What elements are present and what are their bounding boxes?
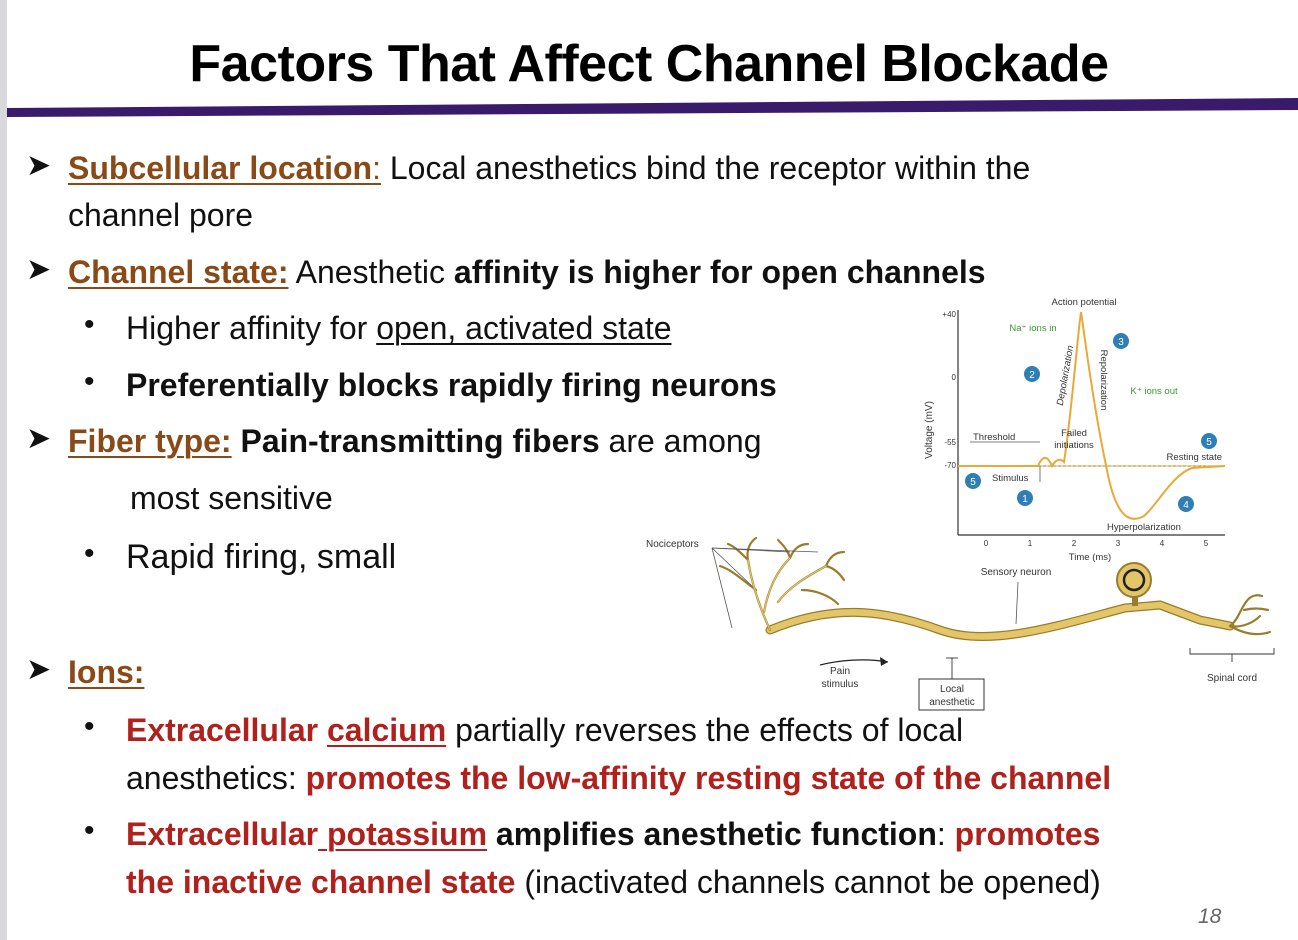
- label-repolarization: Repolarization: [1098, 350, 1109, 411]
- dot-bullet-icon: •: [84, 814, 95, 847]
- sub-bullet-higher-affinity: Higher affinity for open, activated stat…: [126, 304, 672, 352]
- text-subcellular-2: channel pore: [68, 197, 254, 233]
- slide-title: Factors That Affect Channel Blockade: [189, 35, 1109, 93]
- text-extracellular-ca: Extracellular: [126, 712, 327, 748]
- bullet-subcellular-line1: Subcellular location: Local anesthetics …: [68, 144, 1030, 192]
- graph-title: Action potential: [1052, 297, 1117, 308]
- label-pain: Pain: [830, 666, 850, 677]
- svg-text:5: 5: [970, 477, 976, 488]
- x-tick-label: 1: [1028, 539, 1033, 548]
- text-calcium: calcium: [327, 712, 447, 748]
- x-tick-label: 0: [984, 539, 989, 548]
- y-axis-label: Voltage (mV): [924, 401, 935, 459]
- text-inactivated: (inactivated channels cannot be opened): [515, 864, 1101, 900]
- x-tick-label: 5: [1204, 539, 1209, 548]
- arrow-bullet-icon: ➤: [26, 149, 52, 182]
- label-local: Local: [940, 684, 964, 695]
- sub-bullet-calcium: Extracellular calcium partially reverses…: [126, 706, 963, 754]
- text-promotes: promotes: [954, 816, 1101, 852]
- label-spinal-cord: Spinal cord: [1207, 673, 1257, 684]
- sub-bullet-potassium-line2: the inactive channel state (inactivated …: [126, 858, 1101, 906]
- text-anesthetics: anesthetics:: [126, 760, 306, 796]
- sub-bullet-rapidly-firing: Preferentially blocks rapidly firing neu…: [126, 367, 777, 403]
- text-k-colon: :: [936, 816, 955, 852]
- step-badge: 2: [1024, 366, 1040, 382]
- heading-fiber-type: Fiber type:: [68, 423, 232, 459]
- action-potential-graph: Voltage (mV) +40 0 -55 -70 0 1 2 3 4 5 T…: [924, 297, 1226, 563]
- page-number: 18: [1198, 905, 1222, 928]
- text-channel-state-bold: affinity is higher for open channels: [453, 254, 986, 290]
- label-na-ions-in: Na⁺ ions in: [1009, 323, 1056, 334]
- bullet-fiber-type: Fiber type: Pain-transmitting fibers are…: [68, 417, 762, 465]
- text-channel-state: Anesthetic: [288, 254, 454, 290]
- svg-text:1: 1: [1022, 494, 1028, 505]
- svg-text:4: 4: [1183, 500, 1189, 511]
- label-initiations: initiations: [1054, 440, 1094, 451]
- text-subcellular-1: Local anesthetics bind the receptor with…: [380, 150, 1031, 186]
- label-anesthetic: anesthetic: [929, 697, 975, 708]
- label-nociceptors: Nociceptors: [646, 539, 699, 550]
- text-potassium: potassium: [318, 816, 488, 852]
- sub-bullet-potassium: Extracellular potassium amplifies anesth…: [126, 810, 1100, 858]
- label-failed: Failed: [1061, 428, 1087, 439]
- text-amplifies: amplifies anesthetic function: [487, 816, 937, 852]
- bullet-channel-state: Channel state: Anesthetic affinity is hi…: [68, 248, 986, 296]
- heading-channel-state: Channel state:: [68, 254, 289, 290]
- label-stimulus: Stimulus: [992, 473, 1029, 484]
- sensory-neuron-axon: [766, 601, 1234, 640]
- y-tick-label: +40: [942, 310, 956, 319]
- text-low-affinity: promotes the low-affinity resting state …: [305, 760, 1112, 796]
- sub-bullet-rapid-firing: Rapid firing, small: [126, 538, 397, 576]
- step-badge: 1: [1017, 490, 1033, 506]
- slide-left-edge: [0, 0, 7, 940]
- text-higher-affinity: Higher affinity for: [126, 310, 377, 346]
- x-axis-label: Time (ms): [1069, 552, 1111, 563]
- text-fiber-bold: Pain-transmitting fibers: [231, 423, 600, 459]
- arrow-bullet-icon: ➤: [26, 422, 52, 455]
- y-tick-label: -55: [944, 438, 956, 447]
- heading-subcellular: Subcellular location: [68, 150, 373, 186]
- dot-bullet-icon: •: [84, 710, 95, 743]
- y-tick-label: -70: [944, 461, 956, 470]
- action-potential-neuron-figure: Voltage (mV) +40 0 -55 -70 0 1 2 3 4 5 T…: [646, 297, 1275, 711]
- label-resting-state: Resting state: [1167, 452, 1222, 463]
- text-calcium-effect: partially reverses the effects of local: [446, 712, 964, 748]
- x-tick-label: 2: [1072, 539, 1077, 548]
- text-fiber: are among: [599, 423, 762, 459]
- label-threshold: Threshold: [973, 432, 1015, 443]
- svg-text:3: 3: [1118, 337, 1124, 348]
- label-depolarization: Depolarization: [1055, 345, 1076, 407]
- heading-ions: Ions:: [68, 654, 145, 690]
- heading-subcellular-colon: :: [372, 150, 381, 186]
- label-stimulus-pain: stimulus: [822, 679, 859, 690]
- text-fiber-2: most sensitive: [130, 480, 333, 516]
- action-potential-curve: [958, 311, 1226, 520]
- svg-text:2: 2: [1029, 370, 1035, 381]
- sub-bullet-calcium-line2: anesthetics: promotes the low-affinity r…: [126, 754, 1111, 802]
- dot-bullet-icon: •: [84, 365, 95, 398]
- text-open-activated: open, activated state: [376, 310, 672, 346]
- dot-bullet-icon: •: [84, 537, 95, 570]
- step-badge: 5: [965, 473, 981, 489]
- arrow-bullet-icon: ➤: [26, 253, 52, 286]
- local-anesthetic-box: [918, 678, 985, 711]
- bullet-ions: Ions:: [68, 648, 144, 696]
- text-extracellular-k: Extracellular: [126, 816, 319, 852]
- y-tick-label: 0: [952, 373, 957, 382]
- title-underline-bar: [7, 98, 1298, 117]
- svg-text:5: 5: [1206, 437, 1212, 448]
- label-sensory-neuron: Sensory neuron: [981, 567, 1052, 578]
- step-badge: 3: [1113, 333, 1129, 349]
- step-badge: 4: [1178, 496, 1194, 512]
- sensory-neuron-illustration: Nociceptors Sensory neuron Pain stimulus…: [646, 536, 1275, 711]
- dot-bullet-icon: •: [84, 308, 95, 341]
- x-tick-label: 3: [1116, 539, 1121, 548]
- label-hyperpolarization: Hyperpolarization: [1107, 522, 1181, 533]
- step-badge: 5: [1201, 433, 1217, 449]
- text-inactive-state: the inactive channel state: [126, 864, 516, 900]
- x-tick-label: 4: [1160, 539, 1165, 548]
- arrow-bullet-icon: ➤: [26, 653, 52, 686]
- label-k-ions-out: K⁺ ions out: [1130, 386, 1178, 397]
